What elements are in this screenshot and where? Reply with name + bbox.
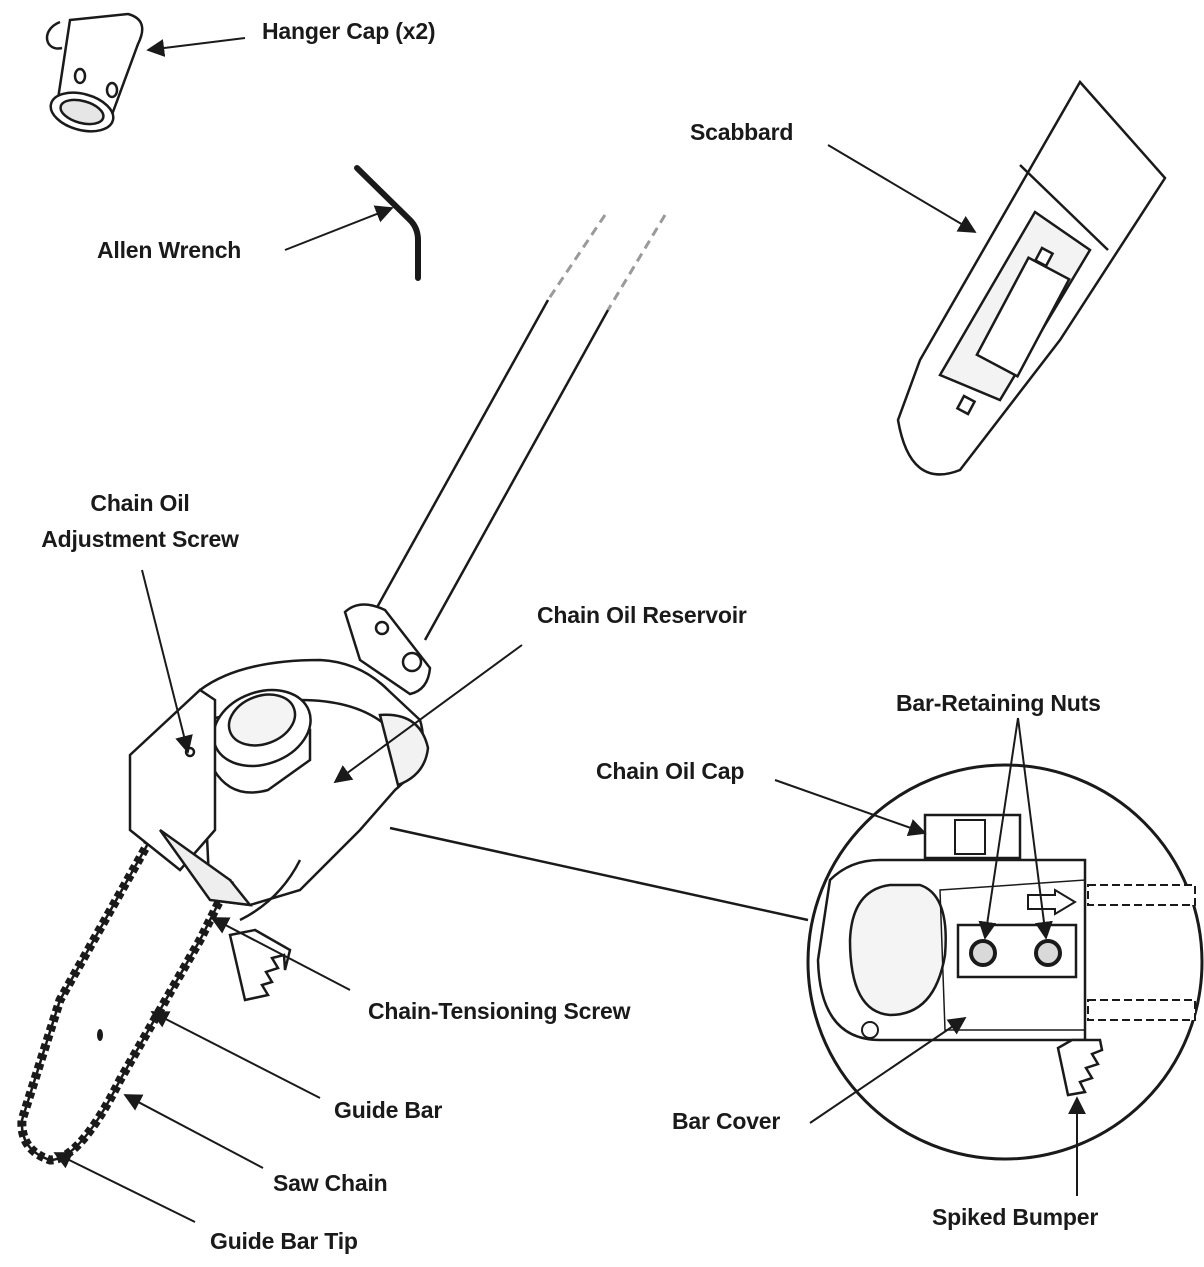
leader-guide-bar-tip: [53, 1152, 196, 1223]
label-bar-cover: Bar Cover: [672, 1108, 781, 1134]
label-chain-oil-cap: Chain Oil Cap: [596, 758, 745, 784]
label-guide-bar-tip: Guide Bar Tip: [210, 1228, 358, 1254]
label-chain-oil-adjustment-line2: Adjustment Screw: [41, 526, 239, 552]
chain-oil-cap-drawing: [212, 688, 312, 794]
pole-shaft-drawing: [368, 214, 667, 641]
spiked-bumper-head-drawing: [228, 928, 292, 1002]
guide-bar-drawing: [17, 837, 235, 1165]
leader-guide-bar: [150, 1011, 321, 1099]
label-scabbard: Scabbard: [690, 119, 794, 145]
leader-oil-cap: [774, 779, 927, 837]
leader-saw-chain: [123, 1094, 264, 1169]
leader-lines: [53, 37, 1086, 1223]
leader-retaining-nut-2: [1017, 717, 1053, 940]
label-allen-wrench: Allen Wrench: [97, 237, 242, 263]
leader-tensioning-screw: [210, 917, 351, 991]
label-hanger-cap: Hanger Cap (x2): [262, 18, 436, 44]
label-chain-oil-reservoir: Chain Oil Reservoir: [537, 602, 747, 628]
leader-oil-reservoir: [333, 644, 523, 784]
label-chain-tensioning-screw: Chain-Tensioning Screw: [368, 998, 631, 1024]
leader-bar-cover: [809, 1016, 967, 1124]
scabbard-drawing: [896, 79, 1167, 476]
leader-scabbard: [827, 144, 977, 233]
hanger-cap-drawing: [45, 12, 144, 133]
leader-allen-wrench: [284, 205, 394, 251]
label-bar-retaining-nuts: Bar-Retaining Nuts: [896, 690, 1101, 716]
allen-wrench-drawing: [354, 165, 421, 281]
label-spiked-bumper: Spiked Bumper: [932, 1204, 1099, 1230]
label-chain-oil-adjustment-screw: Chain Oil Adjustment Screw: [20, 489, 260, 554]
label-guide-bar: Guide Bar: [334, 1097, 443, 1123]
side-plate-drawing: [128, 688, 253, 907]
leader-retaining-nut-1: [978, 717, 1019, 940]
leader-adjustment-screw: [141, 569, 193, 754]
label-saw-chain: Saw Chain: [273, 1170, 388, 1196]
label-chain-oil-adjustment-line1: Chain Oil: [90, 490, 190, 516]
detail-zoom-drawing: [389, 763, 1204, 1161]
leader-hanger-cap: [146, 37, 246, 57]
